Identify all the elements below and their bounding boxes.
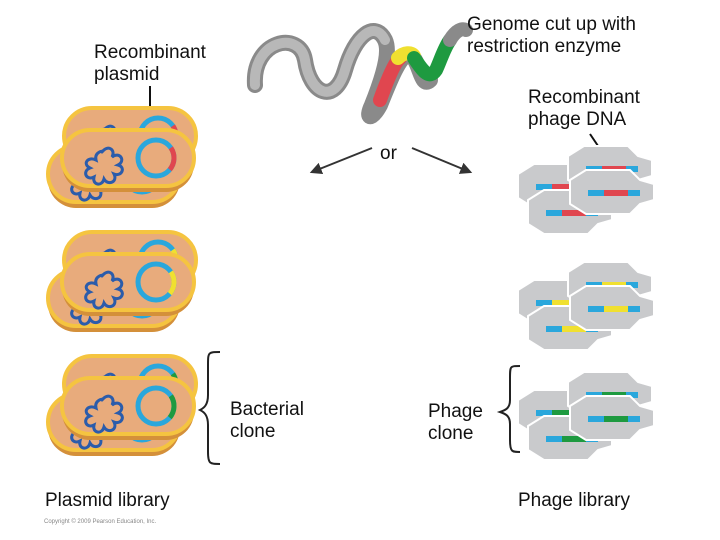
phage-insert: [604, 416, 628, 422]
phage-insert: [562, 326, 586, 332]
plasmid-insert: [167, 270, 177, 296]
bacterial-clone-bracket: [197, 351, 221, 465]
genome-fragment: [246, 22, 473, 125]
phage-insert: [552, 184, 576, 190]
bacterial-cell: [60, 252, 196, 316]
plasmid-insert: [167, 394, 177, 420]
phage-insert: [562, 210, 586, 216]
bacterial-cell: [60, 376, 196, 440]
bacterial-colonies: [46, 106, 198, 456]
phage-insert: [562, 436, 586, 442]
copyright-notice: Copyright © 2009 Pearson Education, Inc.: [44, 519, 157, 525]
phage-clone-bracket: [496, 365, 521, 453]
bacterial-cell: [60, 128, 196, 192]
recombinant-phage-label: Recombinant phage DNA: [528, 87, 640, 130]
phage-clusters: [517, 145, 655, 461]
phage-particle: [569, 169, 655, 215]
phage-insert: [604, 306, 628, 312]
or-label: or: [380, 143, 397, 164]
phage-clone-label: Phage clone: [428, 401, 483, 444]
phage-particle: [569, 395, 655, 441]
arrow-to-plasmid: [309, 147, 373, 175]
bacterial-clone-label: Bacterial clone: [230, 399, 304, 442]
plasmid-insert: [167, 146, 177, 172]
phage-insert: [552, 300, 576, 306]
genome-cut-label: Genome cut up with restriction enzyme: [467, 14, 636, 57]
phage-insert: [552, 410, 576, 416]
recombinant-plasmid-label: Recombinant plasmid: [94, 42, 206, 85]
plasmid-library-label: Plasmid library: [45, 490, 170, 511]
phage-insert: [604, 190, 628, 196]
phage-library-label: Phage library: [518, 490, 630, 511]
arrow-to-phage: [411, 147, 473, 174]
phage-particle: [569, 285, 655, 331]
